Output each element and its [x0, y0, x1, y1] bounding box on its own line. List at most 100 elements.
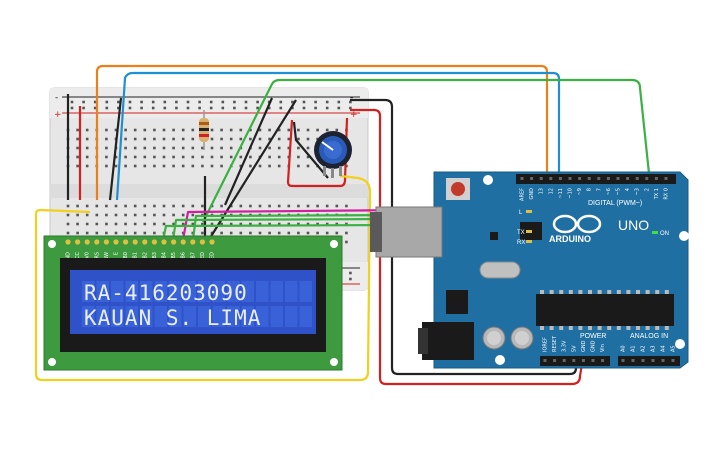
lcd-cell: [285, 306, 298, 327]
bb-hole: [153, 146, 156, 150]
lcd-cell: [198, 281, 211, 302]
bb-hole: [85, 213, 89, 217]
digital-pin: [578, 177, 582, 180]
led-label-tx: TX: [517, 230, 525, 236]
chip-leg: [597, 326, 602, 330]
wire-green-top: [202, 78, 652, 223]
bb-hole: [201, 231, 204, 235]
bb-rail-hole: [279, 100, 283, 104]
bb-hole: [143, 155, 147, 159]
lcd-cell: [227, 281, 240, 302]
power-label: POWER: [580, 333, 606, 340]
bb-rail-hole: [128, 106, 132, 110]
lcd-character-grid: [82, 281, 312, 327]
lcd-cell: [140, 306, 153, 327]
bb-hole: [229, 155, 233, 159]
bb-hole: [162, 164, 166, 168]
bb-hole: [124, 231, 127, 235]
bb-hole: [133, 164, 137, 168]
bb-hole: [105, 231, 108, 235]
bb-hole: [258, 231, 262, 235]
bb-hole: [239, 222, 243, 226]
bb-hole: [306, 146, 310, 150]
bb-hole: [85, 128, 89, 132]
bb-hole: [124, 146, 127, 150]
bb-hole: [345, 222, 348, 226]
bb-hole: [287, 222, 291, 226]
digital-pin-label: 2: [644, 188, 650, 191]
bb-hole: [143, 128, 147, 132]
bb-hole: [181, 204, 185, 208]
digital-pin-label: ~5: [616, 188, 622, 195]
bb-hole: [66, 213, 70, 217]
bb-hole: [316, 222, 319, 226]
bb-hole: [85, 164, 89, 168]
bb-hole: [220, 204, 223, 208]
bb-hole: [229, 137, 233, 141]
bb-hole: [133, 213, 137, 217]
bb-hole: [153, 231, 156, 235]
lcd-cell: [125, 306, 138, 327]
bb-hole: [335, 128, 339, 132]
bb-hole: [181, 222, 185, 226]
potentiometer[interactable]: [314, 131, 352, 178]
bb-hole: [249, 204, 252, 208]
bb-hole: [258, 146, 262, 150]
digital-pin-label: 4: [625, 188, 631, 191]
analog-pin-label: A4: [661, 345, 667, 352]
bb-hole: [133, 146, 137, 150]
bb-hole: [297, 128, 300, 132]
digital-pin-label: 7: [596, 188, 602, 191]
bb-hole: [277, 204, 281, 208]
bb-rail-hole: [128, 100, 132, 104]
digital-pin-label: ~6: [606, 188, 612, 195]
bb-hole: [124, 155, 127, 159]
bb-rail-hole: [256, 106, 259, 110]
bb-hole: [105, 137, 108, 141]
chip-leg: [540, 326, 544, 330]
bb-hole: [277, 155, 281, 159]
analog-pin-label: A3: [651, 345, 657, 352]
bb-hole: [191, 164, 195, 168]
lcd-cell: [96, 281, 109, 302]
bb-hole: [76, 146, 79, 150]
digital-pin: [597, 177, 601, 180]
bb-hole: [181, 213, 185, 217]
bb-rail-hole: [233, 106, 236, 110]
lcd-cell: [154, 281, 167, 302]
bb-rail-hole: [117, 106, 120, 110]
power-pin-label: Vin: [600, 344, 606, 352]
wire-black-diag1: [223, 97, 274, 206]
wire-blue: [115, 71, 561, 201]
bb-hole: [133, 128, 137, 132]
bb-rail-hole: [256, 100, 259, 104]
bb-hole: [239, 204, 243, 208]
digital-pin: [568, 177, 572, 180]
digital-pin-label: 8: [587, 188, 593, 191]
lcd-cell: [241, 306, 254, 327]
bb-hole: [268, 164, 271, 168]
lcd-cell: [198, 306, 211, 327]
power-pin: [581, 359, 585, 362]
bb-hole: [297, 222, 300, 226]
chip-leg: [568, 326, 573, 330]
bb-hole: [124, 213, 127, 217]
analog-pin: [661, 359, 665, 362]
bb-hole: [191, 213, 195, 217]
bb-hole: [210, 222, 214, 226]
bb-rail-hole: [198, 106, 201, 110]
bb-hole: [325, 222, 329, 226]
bb-hole: [172, 222, 175, 226]
bb-hole: [162, 128, 166, 132]
chip-leg: [626, 290, 631, 294]
bb-hole: [258, 128, 262, 132]
bb-hole: [85, 146, 89, 150]
lcd-pin: [75, 239, 81, 245]
bb-rail-hole: [314, 106, 317, 110]
bb-hole: [210, 155, 214, 159]
bb-hole: [66, 204, 70, 208]
bb-hole: [220, 137, 223, 141]
bb-hole: [201, 222, 204, 226]
bb-rail-hole: [349, 271, 352, 275]
led-label-rx: RX: [517, 240, 525, 246]
